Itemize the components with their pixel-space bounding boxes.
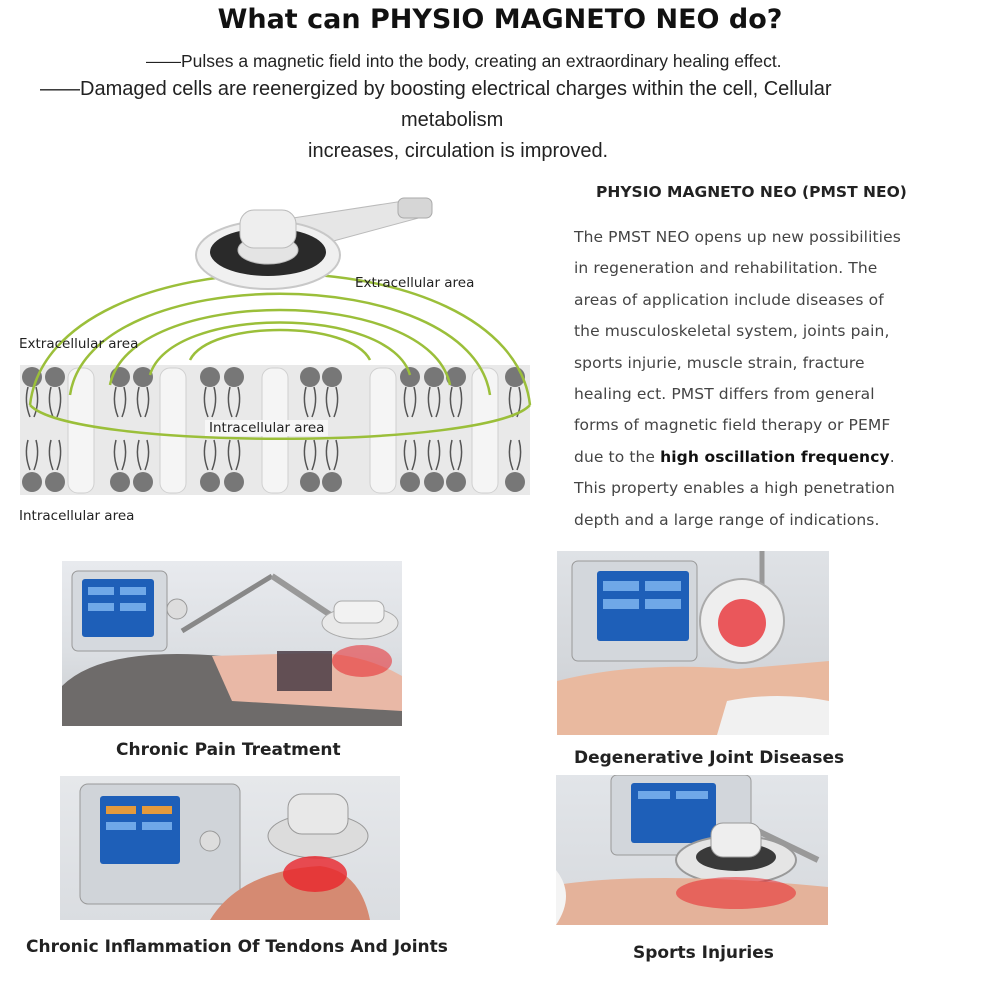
- desc-line: healing ect. PMST differs from general: [574, 385, 875, 404]
- membrane-illustration: [20, 197, 532, 495]
- label-intracellular-bottom: Intracellular area: [19, 508, 135, 524]
- intro-line-3: metabolism: [401, 109, 504, 131]
- page-title: What can PHYSIO MAGNETO NEO do?: [217, 4, 783, 35]
- intro-line-2: ——Damaged cells are reenergized by boost…: [40, 78, 832, 100]
- product-description: The PMST NEO opens up new possibilities …: [574, 222, 954, 536]
- treatment-scene-back: [62, 570, 402, 726]
- treatment-scene-sports: [556, 775, 828, 925]
- photo-sports-injuries: [556, 775, 828, 925]
- desc-line: areas of application include diseases of: [574, 290, 884, 309]
- treatment-scene-knee: [557, 551, 829, 735]
- desc-text: .: [889, 447, 895, 466]
- desc-line: This property enables a high penetration: [574, 479, 895, 498]
- desc-line: in regeneration and rehabilitation. The: [574, 259, 878, 278]
- desc-line: The PMST NEO opens up new possibilities: [574, 228, 901, 246]
- caption-chronic-pain: Chronic Pain Treatment: [116, 740, 341, 760]
- caption-tendon-inflammation: Chronic Inflammation Of Tendons And Join…: [26, 937, 448, 957]
- desc-line: depth and a large range of indications.: [574, 510, 880, 529]
- cell-field-diagram: Extracellular area Extracellular area In…: [10, 180, 550, 530]
- photo-tendon-inflammation: [60, 776, 400, 920]
- treatment-scene-tendon: [79, 783, 370, 920]
- intro-line-4: increases, circulation is improved.: [308, 140, 609, 162]
- desc-line: the musculoskeletal system, joints pain,: [574, 322, 890, 341]
- desc-highlight: high oscillation frequency: [660, 447, 890, 466]
- caption-sports-injuries: Sports Injuries: [633, 943, 774, 963]
- desc-text: due to the: [574, 447, 661, 466]
- label-extracellular-left: Extracellular area: [19, 336, 139, 352]
- photo-degenerative-joint: [557, 551, 829, 735]
- desc-line: forms of magnetic field therapy or PEMF: [574, 416, 891, 435]
- label-extracellular-top: Extracellular area: [355, 275, 475, 291]
- label-intracellular-center: Intracellular area: [205, 420, 329, 436]
- desc-line: due to the high oscillation frequency.: [574, 442, 954, 473]
- desc-line: sports injurie, muscle strain, fracture: [574, 353, 865, 372]
- photo-chronic-pain: [62, 561, 402, 726]
- caption-degenerative-joint: Degenerative Joint Diseases: [574, 748, 845, 768]
- product-title: PHYSIO MAGNETO NEO (PMST NEO): [596, 183, 907, 201]
- intro-line-1: ——Pulses a magnetic field into the body,…: [146, 51, 782, 71]
